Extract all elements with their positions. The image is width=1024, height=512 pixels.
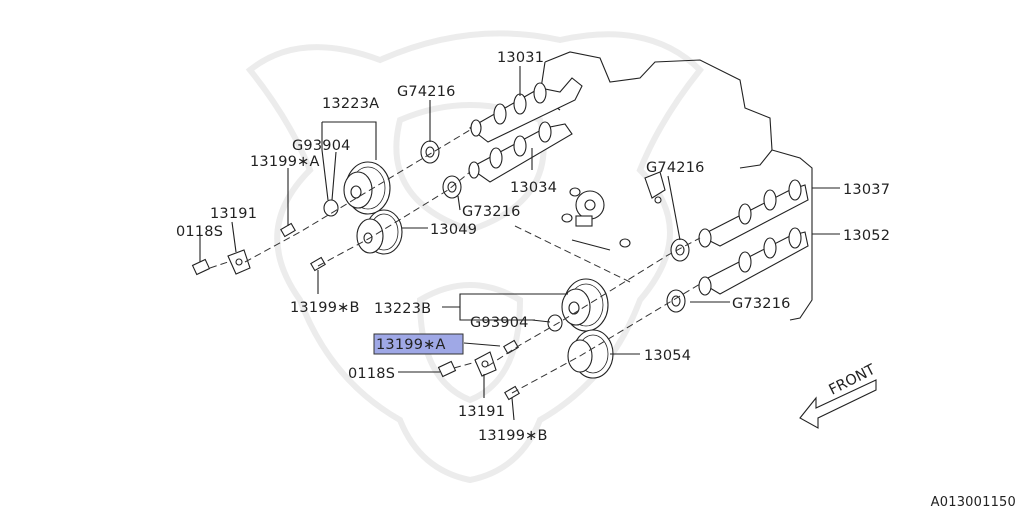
assembly-lines	[209, 129, 701, 394]
catalog-id: A013001150	[931, 495, 1016, 510]
o-ring-g93904-bottom	[547, 314, 563, 332]
leader-lines	[199, 66, 840, 421]
camshaft-13052	[698, 227, 809, 296]
label-13191-top[interactable]: 13191	[210, 206, 257, 222]
bolt-13199b-top	[310, 256, 326, 272]
highlight-box	[373, 333, 464, 355]
camshaft-13031	[469, 77, 583, 143]
label-g74216-right[interactable]: G74216	[646, 160, 705, 176]
label-13052[interactable]: 13052	[843, 228, 890, 244]
label-13223a[interactable]: 13223A	[322, 96, 379, 112]
watermark-emblem	[245, 30, 705, 484]
label-13199a-top[interactable]: 13199∗A	[250, 154, 320, 170]
label-g74216-top[interactable]: G74216	[397, 84, 456, 100]
camshaft-13034	[468, 121, 573, 183]
o-ring-g93904-top	[323, 199, 339, 217]
label-13223b[interactable]: 13223B	[374, 301, 431, 317]
label-13199a-bottom[interactable]: 13199∗A	[376, 337, 446, 353]
sprocket-13223a	[343, 161, 391, 215]
seal-g73216-right	[666, 289, 686, 313]
plate-13191-top	[227, 249, 251, 275]
label-g93904-bottom[interactable]: G93904	[470, 315, 529, 331]
label-g73216-right[interactable]: G73216	[732, 296, 791, 312]
label-13037[interactable]: 13037	[843, 182, 890, 198]
seal-g74216-right	[670, 238, 690, 262]
label-g93904-top[interactable]: G93904	[292, 138, 351, 154]
sprocket-13223b	[561, 278, 609, 332]
front-direction-indicator: FRONT	[799, 362, 878, 429]
pulley-13054	[567, 329, 614, 379]
plate-13191-bottom	[474, 351, 497, 377]
label-0118s-bottom[interactable]: 0118S	[348, 366, 395, 382]
bolt-0118s-bottom	[437, 360, 457, 378]
valve-lifters	[561, 171, 666, 251]
label-0118s-top[interactable]: 0118S	[176, 224, 223, 240]
label-13049[interactable]: 13049	[430, 222, 477, 238]
label-13199b-top[interactable]: 13199∗B	[290, 300, 360, 316]
label-g73216-top[interactable]: G73216	[462, 204, 521, 220]
seal-g74216-top	[420, 140, 440, 164]
label-13034[interactable]: 13034	[510, 180, 557, 196]
label-13199b-bottom[interactable]: 13199∗B	[478, 428, 548, 444]
bolt-13199a-bottom	[503, 339, 519, 355]
pulley-13049	[356, 209, 403, 255]
label-13031[interactable]: 13031	[497, 50, 544, 66]
bolt-0118s-top	[191, 258, 211, 276]
label-13054[interactable]: 13054	[644, 348, 691, 364]
bolt-13199a-top	[280, 222, 296, 238]
camshaft-13037	[698, 179, 809, 248]
label-13191-bottom[interactable]: 13191	[458, 404, 505, 420]
